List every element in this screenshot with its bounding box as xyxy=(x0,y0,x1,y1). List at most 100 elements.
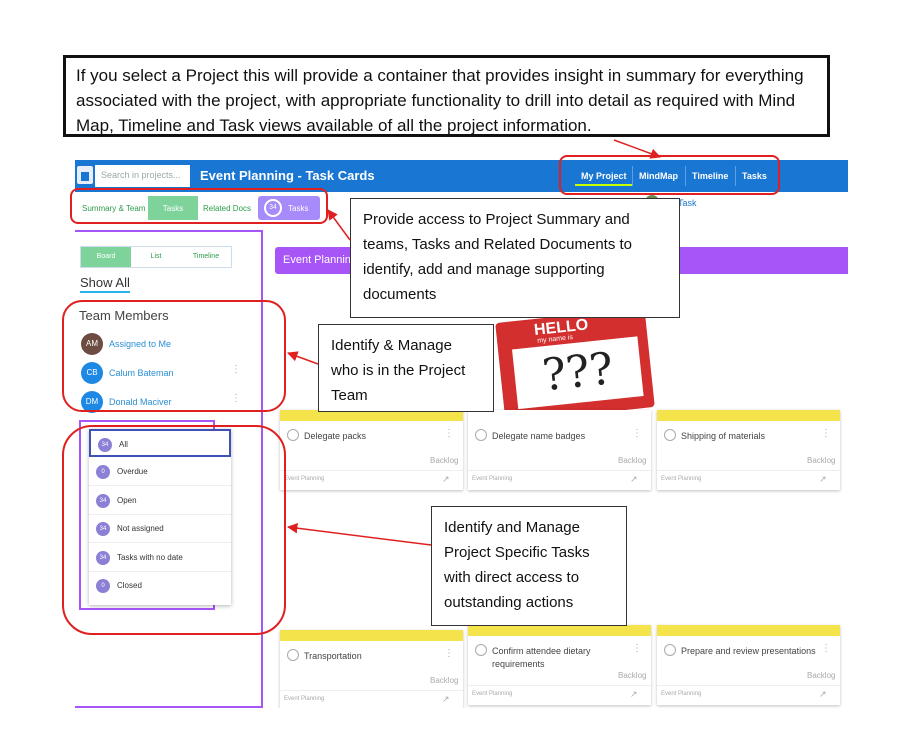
more-options-icon[interactable]: ⋮ xyxy=(821,643,831,654)
subtabs-annotation: Provide access to Project Summary and te… xyxy=(350,198,680,318)
more-options-icon[interactable]: ⋮ xyxy=(444,428,454,439)
check-circle-icon[interactable] xyxy=(664,429,676,441)
tasks-count-badge: 34 xyxy=(264,199,282,217)
show-all-link[interactable]: Show All xyxy=(80,275,130,293)
card-color-strip xyxy=(468,625,651,636)
task-card[interactable]: Shipping of materials ⋮ Backlog Event Pl… xyxy=(657,410,840,490)
arrow-to-subtabs xyxy=(327,209,351,241)
tasks-count-pill[interactable]: 34 Tasks xyxy=(258,196,320,220)
view-tabs: Board List Timeline xyxy=(80,246,232,268)
card-divider xyxy=(280,470,463,471)
open-external-icon[interactable]: ↗ xyxy=(630,689,638,699)
filter-count-badge: 34 xyxy=(98,438,112,452)
tab-tasks[interactable]: Tasks xyxy=(742,171,767,181)
view-tab-board[interactable]: Board xyxy=(81,247,131,267)
home-icon[interactable] xyxy=(77,166,93,184)
page-title: Event Planning - Task Cards xyxy=(200,168,375,183)
tasks-annotation: Identify and Manage Project Specific Tas… xyxy=(431,506,627,626)
tasks-highlight xyxy=(62,425,286,635)
more-options-icon[interactable]: ⋮ xyxy=(231,393,241,404)
open-external-icon[interactable]: ↗ xyxy=(819,474,827,484)
task-card[interactable]: Delegate name badges ⋮ Backlog Event Pla… xyxy=(468,410,651,490)
subtabs-highlight xyxy=(70,188,328,224)
filter-label: All xyxy=(119,440,128,449)
filter-count-badge: 34 xyxy=(96,522,110,536)
more-options-icon[interactable]: ⋮ xyxy=(632,428,642,439)
card-status: Backlog xyxy=(618,456,647,465)
filter-count-badge: 0 xyxy=(96,465,110,479)
card-project: Event Planning xyxy=(661,476,702,482)
card-divider xyxy=(657,470,840,471)
card-project: Event Planning xyxy=(472,476,513,482)
more-options-icon[interactable]: ⋮ xyxy=(632,643,642,654)
task-card[interactable]: Delegate packs ⋮ Backlog Event Planning … xyxy=(280,410,463,490)
card-divider xyxy=(468,470,651,471)
card-divider xyxy=(468,685,651,686)
member-name: Calum Bateman xyxy=(109,368,174,378)
arrow-to-nav xyxy=(613,139,661,159)
view-tab-list[interactable]: List xyxy=(150,253,162,260)
open-external-icon[interactable]: ↗ xyxy=(819,689,827,699)
filter-closed[interactable]: 0 Closed xyxy=(89,572,231,600)
card-color-strip xyxy=(280,630,463,641)
more-options-icon[interactable]: ⋮ xyxy=(444,648,454,659)
card-status: Backlog xyxy=(807,456,836,465)
search-input[interactable]: Search in projects... xyxy=(95,165,190,187)
arrow-to-team xyxy=(287,351,319,365)
open-external-icon[interactable]: ↗ xyxy=(630,474,638,484)
task-card[interactable]: Transportation ⋮ Backlog Event Planning … xyxy=(280,630,463,708)
app-bar: Search in projects... Event Planning - T… xyxy=(75,160,848,192)
nav-divider xyxy=(632,166,633,186)
subtab-summary-team[interactable]: Summary & Team xyxy=(82,204,146,213)
card-color-strip xyxy=(280,410,463,421)
card-title: Shipping of materials xyxy=(681,431,766,441)
card-color-strip xyxy=(657,410,840,421)
check-circle-icon[interactable] xyxy=(287,429,299,441)
check-circle-icon[interactable] xyxy=(475,429,487,441)
more-options-icon[interactable]: ⋮ xyxy=(821,428,831,439)
check-circle-icon[interactable] xyxy=(475,644,487,656)
card-divider xyxy=(657,685,840,686)
open-external-icon[interactable]: ↗ xyxy=(442,694,450,704)
tab-timeline[interactable]: Timeline xyxy=(692,171,729,181)
check-circle-icon[interactable] xyxy=(287,649,299,661)
filter-no-date[interactable]: 34 Tasks with no date xyxy=(89,544,231,572)
card-title: Delegate name badges xyxy=(492,431,586,441)
card-status: Backlog xyxy=(807,671,836,680)
filter-count-badge: 0 xyxy=(96,579,110,593)
avatar: AM xyxy=(81,333,103,355)
filter-open[interactable]: 34 Open xyxy=(89,487,231,515)
tasks-pill-label: Tasks xyxy=(288,204,309,213)
task-filters-panel: 34 All 0 Overdue 34 Open 34 Not assigned… xyxy=(79,420,231,610)
task-link[interactable]: Task xyxy=(678,198,697,208)
tab-mindmap[interactable]: MindMap xyxy=(639,171,678,181)
filter-overdue[interactable]: 0 Overdue xyxy=(89,458,231,486)
team-member-item[interactable]: CB Calum Bateman ⋮ xyxy=(81,362,251,384)
member-name: Donald Maciver xyxy=(109,397,172,407)
filter-label: Overdue xyxy=(117,467,148,476)
filter-count-badge: 34 xyxy=(96,494,110,508)
filter-label: Not assigned xyxy=(117,524,164,533)
team-member-item[interactable]: DM Donald Maciver ⋮ xyxy=(81,391,251,413)
task-filters-list: 34 All 0 Overdue 34 Open 34 Not assigned… xyxy=(89,429,231,605)
subtab-tasks[interactable]: Tasks xyxy=(148,196,198,220)
project-sub-tabs: Summary & Team Tasks Related Docs 34 Tas… xyxy=(75,196,325,220)
task-card[interactable]: Prepare and review presentations ⋮ Backl… xyxy=(657,625,840,705)
filter-not-assigned[interactable]: 34 Not assigned xyxy=(89,515,231,543)
tab-my-project[interactable]: My Project xyxy=(575,166,633,186)
check-circle-icon[interactable] xyxy=(664,644,676,656)
nav-divider xyxy=(685,166,686,186)
subtab-related-docs[interactable]: Related Docs xyxy=(203,204,252,213)
team-member-item[interactable]: AM Assigned to Me xyxy=(81,333,251,355)
open-external-icon[interactable]: ↗ xyxy=(442,474,450,484)
card-project: Event Planning xyxy=(661,691,702,697)
card-title: Delegate packs xyxy=(304,431,367,441)
view-tab-timeline[interactable]: Timeline xyxy=(192,253,220,260)
filter-label: Tasks with no date xyxy=(117,553,183,562)
more-options-icon[interactable]: ⋮ xyxy=(231,364,241,375)
card-project: Event Planning xyxy=(284,696,325,702)
team-annotation: Identify & Manage who is in the Project … xyxy=(318,324,494,412)
top-annotation-note: If you select a Project this will provid… xyxy=(63,55,830,137)
task-card[interactable]: Confirm attendee dietary requirements ⋮ … xyxy=(468,625,651,705)
